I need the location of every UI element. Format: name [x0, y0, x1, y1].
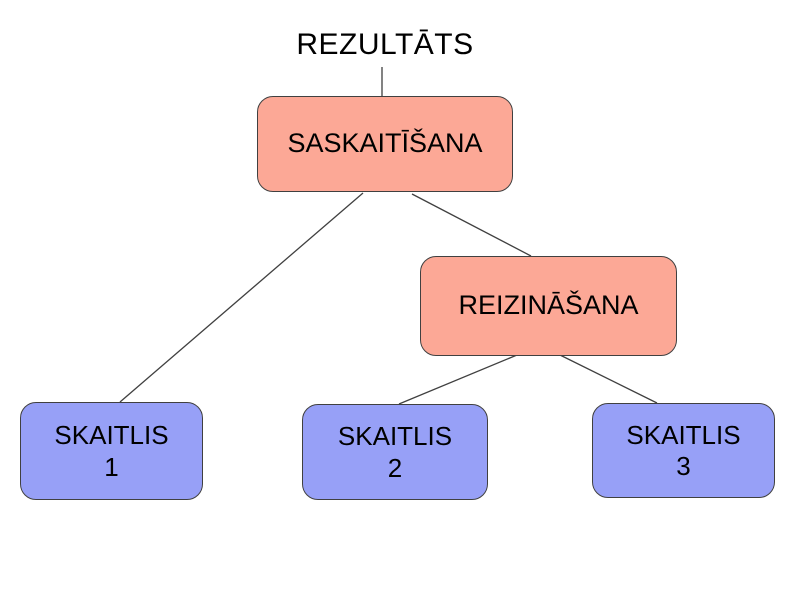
edge-reizinasana-skaitlis-2 — [398, 354, 518, 405]
diagram-title: REZULTĀTS — [296, 28, 474, 61]
node-skaitlis-1-label: SKAITLIS — [54, 420, 169, 451]
node-skaitlis-2-label: SKAITLIS — [337, 421, 453, 452]
node-skaitlis-1-number: 1 — [104, 451, 119, 482]
edge-reizinasana-skaitlis-3 — [559, 354, 658, 404]
node-skaitlis-2-number: 2 — [387, 452, 403, 483]
node-skaitlis-1: SKAITLIS 1 — [20, 402, 203, 500]
node-saskaitisana-label: SASKAITĪŠANA — [287, 128, 483, 159]
node-skaitlis-3: SKAITLIS 3 — [592, 403, 775, 498]
node-reizinasana: REIZINĀŠANA — [420, 256, 677, 356]
node-skaitlis-3-label: SKAITLIS — [626, 419, 741, 450]
edge-saskaitisana-skaitlis-1 — [119, 192, 364, 403]
node-skaitlis-2: SKAITLIS 2 — [302, 404, 488, 500]
node-skaitlis-3-number: 3 — [676, 451, 691, 482]
edge-saskaitisana-reizinasana — [411, 193, 532, 257]
node-reizinasana-label: REIZINĀŠANA — [458, 290, 639, 321]
node-saskaitisana: SASKAITĪŠANA — [257, 96, 513, 192]
